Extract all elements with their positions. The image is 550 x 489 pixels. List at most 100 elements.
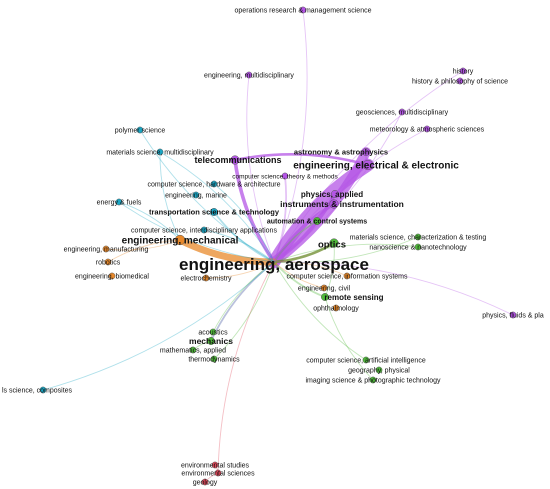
node-history[interactable] xyxy=(459,67,467,75)
edge-engineering-aerospace-cs-hardware xyxy=(213,183,275,263)
node-geology[interactable] xyxy=(201,478,209,486)
node-materials-composites[interactable] xyxy=(39,386,47,394)
label-optics: optics xyxy=(318,239,346,250)
label-acoustics: acoustics xyxy=(198,329,228,336)
edge-engineering-aerospace-cs-theory xyxy=(273,175,288,263)
edge-engineering-aerospace-optics xyxy=(272,241,336,264)
node-geography-physical[interactable] xyxy=(375,366,383,374)
label-polymer-science: polymer science xyxy=(115,127,166,134)
node-physics-applied[interactable] xyxy=(331,190,339,198)
node-history-philosophy[interactable] xyxy=(456,77,464,85)
node-automation[interactable] xyxy=(313,217,321,225)
node-nanoscience[interactable] xyxy=(414,243,422,251)
label-environmental-sciences: environmental sciences xyxy=(181,470,255,477)
node-mechanics[interactable] xyxy=(207,337,215,345)
node-environmental-sciences[interactable] xyxy=(214,469,222,477)
node-cs-interdisciplinary[interactable] xyxy=(200,226,208,234)
edge-engineering-aerospace-acoustics xyxy=(212,261,275,333)
node-engineering-electrical[interactable] xyxy=(362,159,374,171)
node-meteorology[interactable] xyxy=(423,125,431,133)
label-operations-research: operations research & management science xyxy=(235,7,372,14)
label-materials-characterization: materials science, characterization & te… xyxy=(350,234,487,241)
node-geosciences[interactable] xyxy=(398,108,406,116)
node-polymer-science[interactable] xyxy=(136,126,144,134)
edge-optics-remote-sensing xyxy=(324,242,335,298)
edge-engineering-aerospace-engineering-civil xyxy=(273,261,325,289)
node-cs-theory[interactable] xyxy=(281,172,289,180)
label-geosciences: geosciences, multidisciplinary xyxy=(356,109,449,116)
node-optics[interactable] xyxy=(329,238,339,248)
node-cs-ai[interactable] xyxy=(362,356,370,364)
node-engineering-civil[interactable] xyxy=(320,284,328,292)
label-imaging-science: imaging science & photographic technolog… xyxy=(305,377,441,384)
edge-engineering-aerospace-engineering-mechanical xyxy=(176,236,278,266)
label-telecommunications: telecommunications xyxy=(194,155,281,165)
edge-engineering-aerospace-operations-research xyxy=(273,9,308,263)
node-electrochemistry[interactable] xyxy=(202,274,210,282)
node-engineering-mechanical[interactable] xyxy=(174,234,186,246)
node-engineering-marine[interactable] xyxy=(192,191,200,199)
edge-engineering-aerospace-history xyxy=(273,70,464,263)
edge-layer xyxy=(42,9,514,483)
node-ophthalmology[interactable] xyxy=(332,304,340,312)
label-ophthalmology: ophthalmology xyxy=(313,305,359,312)
node-physics-fluids[interactable] xyxy=(509,311,517,319)
label-environmental-studies: environmental studies xyxy=(181,462,250,469)
label-meteorology: meteorology & atmospheric sciences xyxy=(370,126,485,133)
node-environmental-studies[interactable] xyxy=(211,461,219,469)
edge-engineering-aerospace-engineering-multidisciplinary xyxy=(246,74,275,263)
label-materials-composites: ls science, composites xyxy=(2,387,73,394)
edge-engineering-aerospace-remote-sensing xyxy=(273,261,326,298)
edge-engineering-aerospace-transportation xyxy=(213,211,275,263)
node-materials-multidisciplinary[interactable] xyxy=(156,148,164,156)
node-remote-sensing[interactable] xyxy=(321,293,329,301)
edge-engineering-aerospace-environmental-sciences xyxy=(217,261,275,474)
label-remote-sensing: remote sensing xyxy=(324,293,383,302)
edge-engineering-aerospace-cs-ai xyxy=(273,261,367,361)
node-transportation[interactable] xyxy=(210,208,218,216)
label-physics-applied: physics, applied xyxy=(301,190,363,199)
label-automation: automation & control systems xyxy=(267,218,367,225)
node-engineering-manufacturing[interactable] xyxy=(102,245,110,253)
label-cs-interdisciplinary: computer science, interdisciplinary appl… xyxy=(131,227,277,234)
edge-engineering-aerospace-physics-fluids xyxy=(273,261,514,316)
label-engineering-manufacturing: engineering, manufacturing xyxy=(64,246,149,253)
node-imaging-science[interactable] xyxy=(369,376,377,384)
edge-engineering-aerospace-cs-information-systems xyxy=(273,261,348,277)
node-cs-information-systems[interactable] xyxy=(343,272,351,280)
edge-engineering-electrical-telecommunications xyxy=(233,152,370,167)
node-materials-characterization[interactable] xyxy=(414,233,422,241)
node-thermodynamics[interactable] xyxy=(210,355,218,363)
node-mathematics-applied[interactable] xyxy=(189,346,197,354)
edge-engineering-aerospace-automation xyxy=(273,220,318,263)
node-acoustics[interactable] xyxy=(209,328,217,336)
node-engineering-multidisciplinary[interactable] xyxy=(245,71,253,79)
edge-engineering-mechanical-energy-fuels xyxy=(118,201,181,241)
label-energy-fuels: energy & fuels xyxy=(97,199,142,206)
edge-engineering-aerospace-meteorology xyxy=(273,128,428,263)
label-cs-theory: computer science, theory & methods xyxy=(232,173,338,180)
edge-engineering-aerospace-materials-composites xyxy=(42,261,275,391)
edge-engineering-aerospace-polymer-science xyxy=(139,129,275,263)
node-instruments[interactable] xyxy=(329,199,339,209)
label-mechanics: mechanics xyxy=(189,336,233,346)
node-operations-research[interactable] xyxy=(299,6,307,14)
label-instruments: instruments & instrumentation xyxy=(280,199,404,209)
node-telecommunications[interactable] xyxy=(230,155,240,165)
label-mathematics-applied: mathematics, applied xyxy=(160,347,226,354)
node-cs-hardware[interactable] xyxy=(210,180,218,188)
node-astronomy[interactable] xyxy=(362,148,370,156)
label-robotics: robotics xyxy=(96,259,121,266)
edge-engineering-aerospace-electrochemistry xyxy=(205,261,275,279)
label-engineering-civil: engineering, civil xyxy=(298,285,351,292)
node-engineering-biomedical[interactable] xyxy=(108,272,116,280)
label-engineering-electrical: engineering, electrical & electronic xyxy=(293,161,459,172)
edge-engineering-aerospace-instruments xyxy=(272,202,336,264)
node-energy-fuels[interactable] xyxy=(115,198,123,206)
node-robotics[interactable] xyxy=(104,258,112,266)
label-geology: geology xyxy=(193,479,218,486)
edge-engineering-aerospace-materials-characterization xyxy=(273,236,419,264)
label-engineering-mechanical: engineering, mechanical xyxy=(122,236,239,247)
